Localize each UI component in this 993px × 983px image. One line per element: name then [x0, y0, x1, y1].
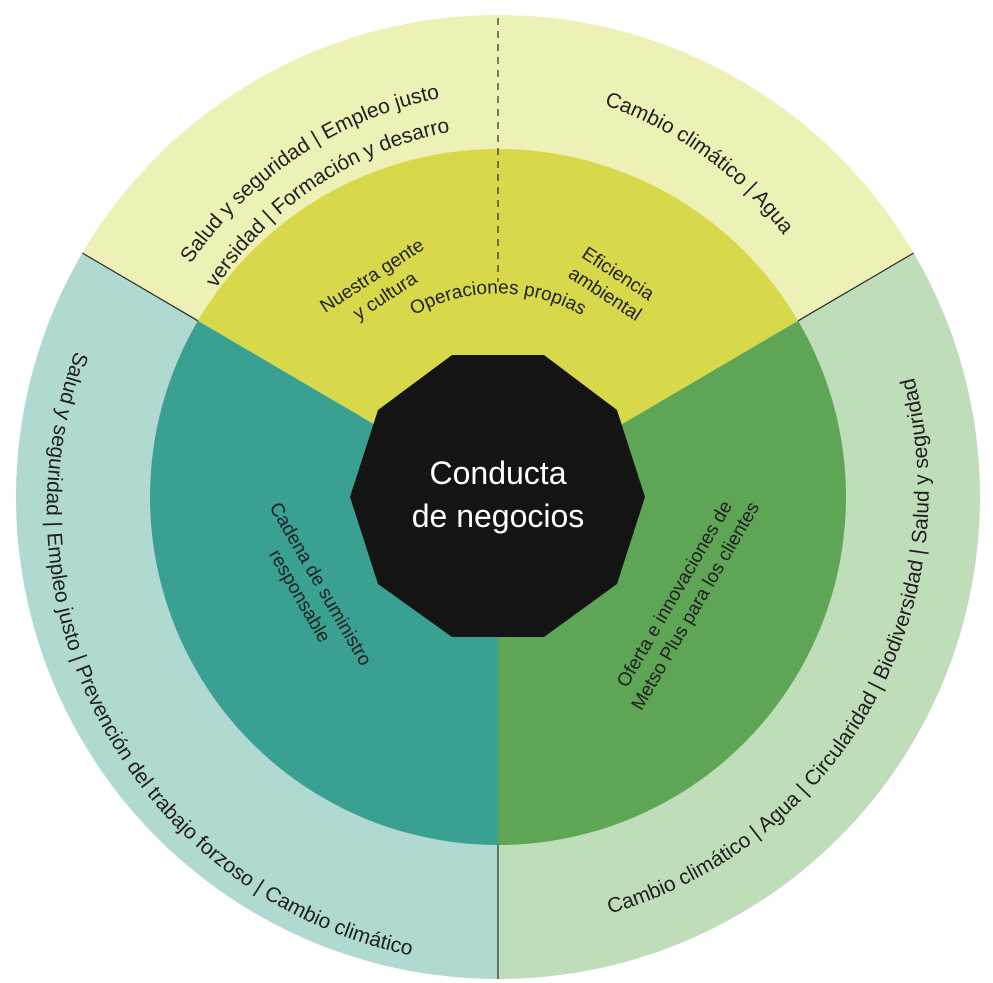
center-label-line1: Conducta [430, 455, 567, 491]
divider-upper-left [81, 252, 199, 322]
top-inner-sector [197, 148, 799, 497]
center-decagon [350, 355, 645, 637]
divider-upper-right [797, 252, 915, 322]
center-label-line2: de negocios [412, 498, 585, 534]
